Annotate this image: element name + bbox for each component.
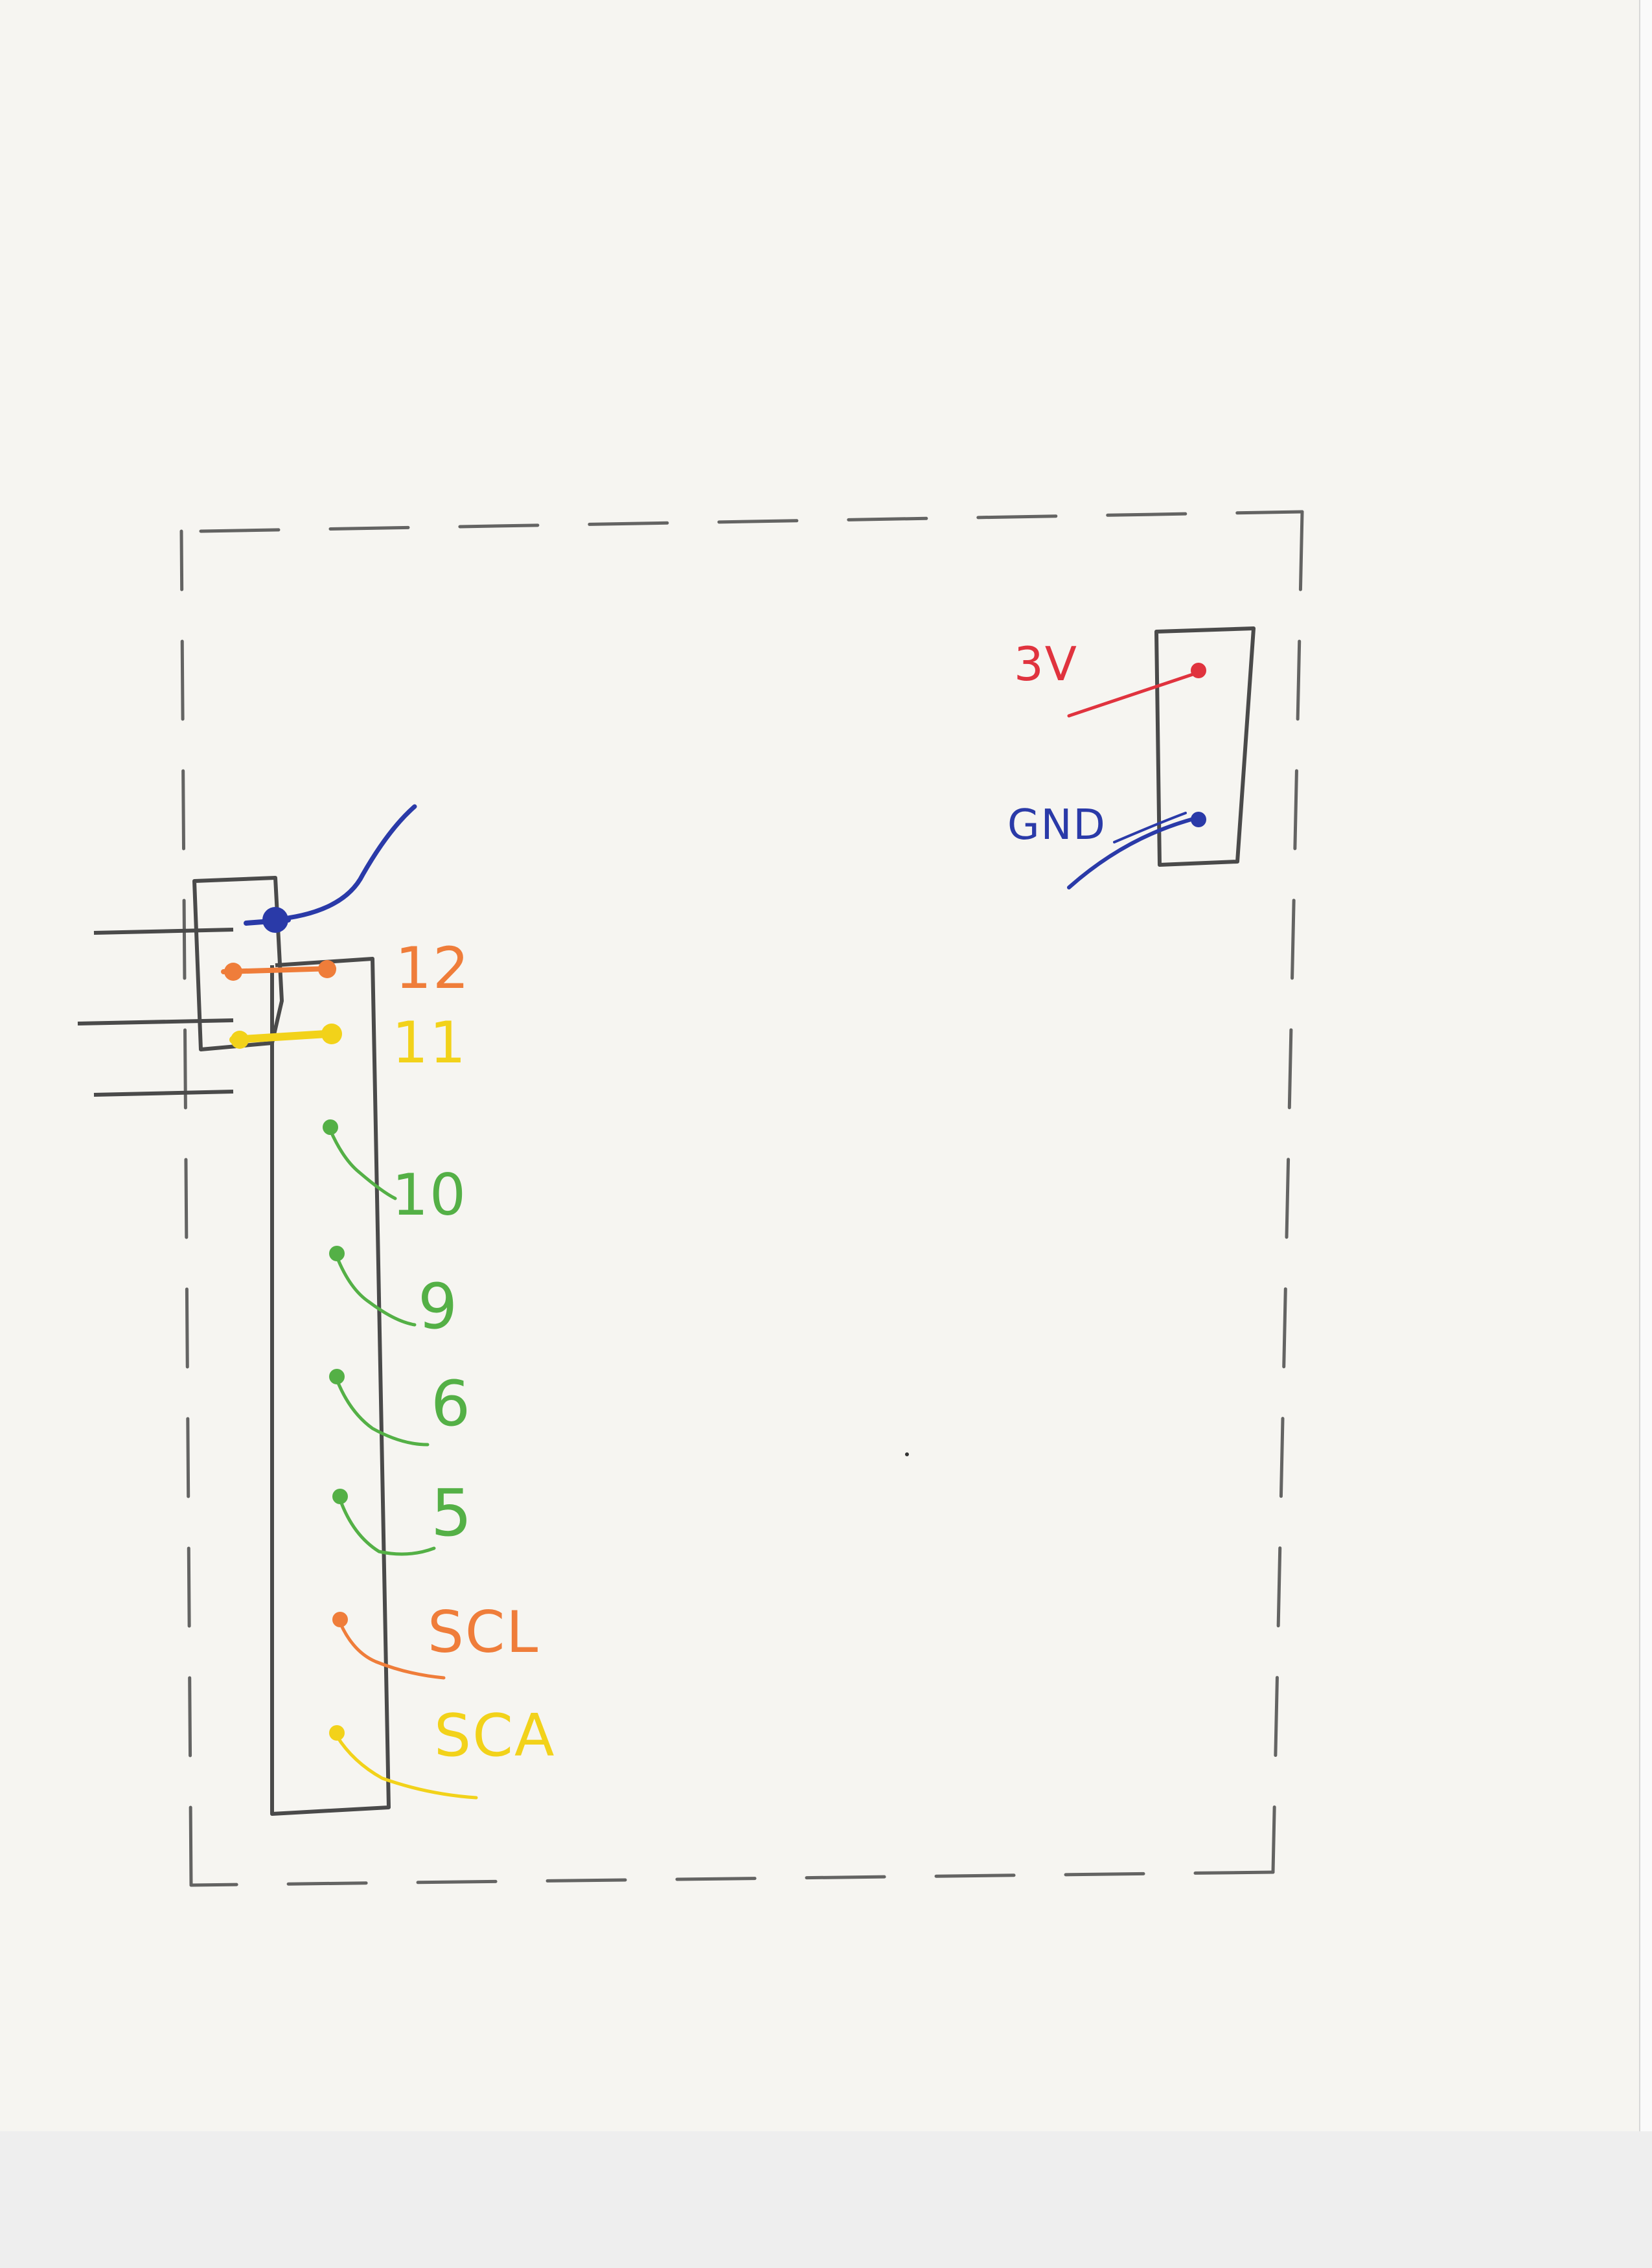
board-outline-left [179, 529, 193, 1887]
pin-dot-12b [318, 960, 336, 978]
power-label-gnd: GND [1007, 801, 1107, 849]
wire-10 [328, 1128, 397, 1200]
board-outline-top [199, 510, 1304, 533]
pin-row-11: 11 [229, 1009, 467, 1076]
pin-label-5: 5 [431, 1475, 474, 1551]
pin-label-9: 9 [418, 1270, 459, 1343]
wire-blue [270, 804, 417, 922]
wire-sca [335, 1734, 478, 1800]
pin-row-6: 6 [329, 1368, 472, 1447]
pin-dot-11b [321, 1024, 342, 1044]
pin-dot-11 [231, 1031, 249, 1049]
pin-dot-9 [329, 1246, 345, 1261]
header-lead-2 [77, 1018, 234, 1025]
board-outline-bottom [189, 1870, 1275, 1887]
board-outline [179, 510, 1304, 1887]
pin-label-10: 10 [392, 1162, 467, 1228]
pin-dot-10 [323, 1119, 338, 1135]
pin-row-9: 9 [329, 1246, 459, 1343]
pin-label-sca: SCA [434, 1702, 556, 1770]
wire-11 [229, 1029, 341, 1044]
pin-row-12: 12 [221, 935, 470, 1002]
power-label-3v: 3V [1014, 637, 1078, 691]
wire-scl [338, 1621, 446, 1680]
paper-edge [1639, 0, 1652, 2131]
pin-row-scl: SCL [332, 1599, 539, 1680]
pin-row-sca: SCA [329, 1702, 556, 1800]
power-wire-3v [1067, 670, 1200, 718]
pin-dot-sca [329, 1725, 345, 1741]
wire-5 [338, 1498, 436, 1556]
wire-9 [335, 1255, 417, 1327]
power-connector: 3V GND [1007, 626, 1256, 889]
pin-label-11: 11 [392, 1009, 467, 1076]
pin-dot-5 [332, 1489, 348, 1504]
power-wire-gnd-stub [1113, 812, 1187, 843]
pin-dot-12 [224, 963, 242, 981]
header-lead-1 [93, 928, 234, 935]
pin-label-12: 12 [395, 935, 470, 1002]
power-wire-gnd [1067, 816, 1200, 889]
stray-dot [905, 1452, 909, 1456]
pin-dot-scl [332, 1612, 348, 1627]
header-lead-3 [93, 1090, 234, 1097]
pin-row-5: 5 [332, 1475, 474, 1556]
pin-label-6: 6 [431, 1368, 472, 1440]
blue-wire-group [244, 804, 417, 933]
board-outline-right [1271, 510, 1304, 1874]
pin-label-scl: SCL [428, 1599, 539, 1666]
long-header-body [270, 957, 391, 1816]
pin-dot-6 [329, 1369, 345, 1384]
wire-blue-stub [244, 917, 291, 926]
wire-6 [335, 1378, 430, 1447]
pin-row-10: 10 [323, 1119, 467, 1228]
left-header [77, 876, 391, 1816]
short-header-body [192, 876, 284, 1051]
power-connector-body [1154, 626, 1256, 867]
paper-sheet [0, 0, 1652, 2131]
scanner-background [0, 2131, 1652, 2268]
